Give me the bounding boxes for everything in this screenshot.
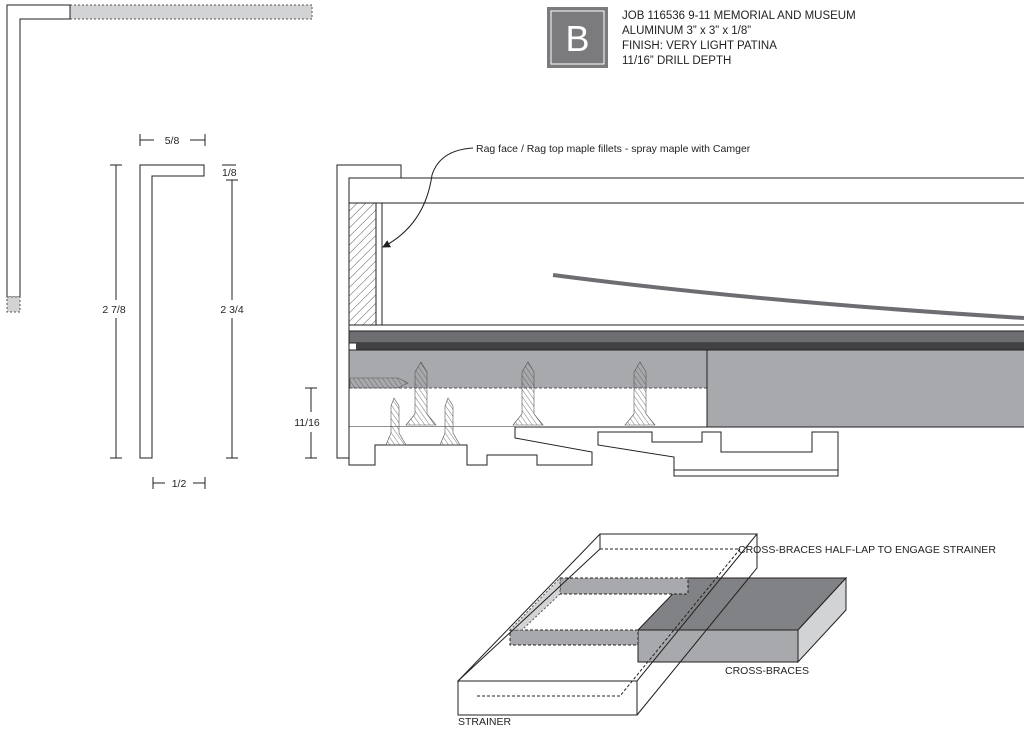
fillet-note: Rag face / Rag top maple fillets - spray… xyxy=(476,143,751,155)
fillet-callout-arrow xyxy=(382,147,474,248)
label-strainer: STRAINER xyxy=(458,716,512,728)
dim-bottom-width: 1/2 xyxy=(172,478,187,490)
label-halflap: CROSS-BRACES HALF-LAP TO ENGAGE STRAINER xyxy=(738,544,996,556)
section-badge: B xyxy=(547,7,608,68)
dim-outer-height: 2 7/8 xyxy=(102,304,126,316)
dim-flange-thickness: 1/8 xyxy=(222,167,237,179)
dim-drill-depth: 11/16 xyxy=(294,417,320,429)
isometric-strainer xyxy=(456,533,848,716)
artwork-curve xyxy=(552,273,1024,320)
header-line: FINISH: VERY LIGHT PATINA xyxy=(622,40,777,52)
header-line: ALUMINUM 3” x 3” x 1/8” xyxy=(622,25,751,37)
dim-inner-height: 2 3/4 xyxy=(220,304,244,316)
header-line: JOB 116536 9-11 MEMORIAL AND MUSEUM xyxy=(622,10,856,22)
dim-top-width: 5/8 xyxy=(165,135,180,147)
header-line: 11/16” DRILL DEPTH xyxy=(622,55,731,67)
dimensioned-profile: 5/8 1/8 2 7/8 2 3/4 1/2 xyxy=(102,134,244,490)
label-cross-braces: CROSS-BRACES xyxy=(725,665,809,677)
frame-section: 11/16 xyxy=(294,164,1024,477)
spec-header: JOB 116536 9-11 MEMORIAL AND MUSEUM ALUM… xyxy=(622,10,856,67)
angle-profile-full xyxy=(6,4,313,313)
badge-letter: B xyxy=(565,18,589,59)
screws xyxy=(349,361,656,446)
